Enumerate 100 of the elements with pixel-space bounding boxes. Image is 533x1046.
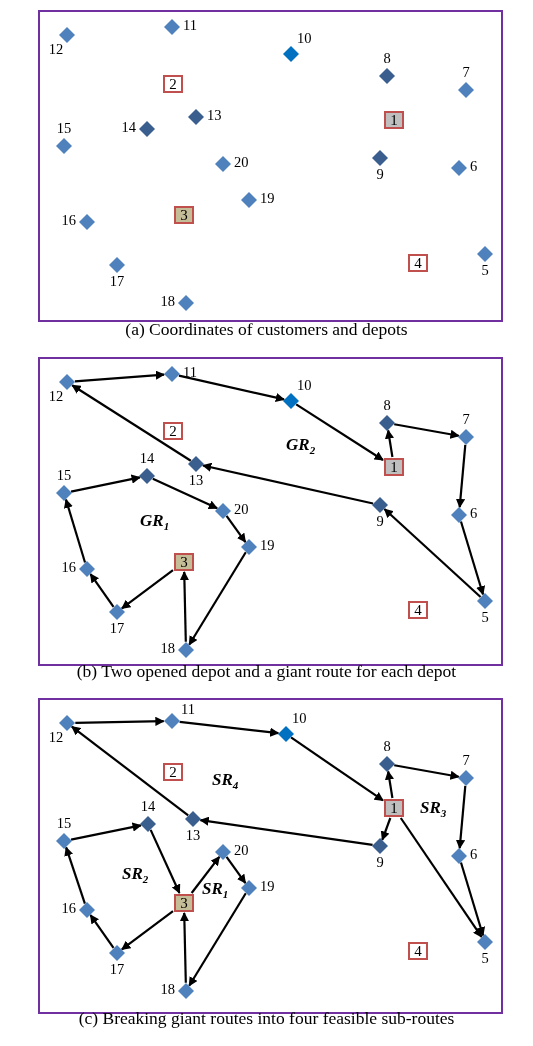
customer-diamond [178, 642, 194, 658]
customer-number: 15 [56, 468, 72, 483]
route-arrow [394, 764, 460, 780]
depot-square: 2 [163, 422, 183, 440]
depot-square: 1 [384, 111, 404, 129]
customer-diamond [241, 880, 257, 896]
customer-number: 9 [376, 514, 384, 529]
depot-square: 3 [174, 206, 194, 224]
customer-number: 19 [260, 879, 275, 894]
route-arrow [89, 914, 115, 949]
route-arrow [149, 829, 181, 894]
customer-number: 10 [292, 711, 307, 726]
customer-number: 14 [140, 799, 156, 814]
route-arrow [121, 910, 174, 951]
depot-square: 2 [163, 75, 183, 93]
route-arrow [89, 573, 115, 608]
customer-diamond [458, 429, 474, 445]
customer-diamond [56, 138, 72, 154]
route-label: SR$_{4}$ [212, 770, 239, 792]
customer-number: 20 [234, 502, 249, 517]
route-arrow [71, 384, 192, 462]
customer-diamond [188, 109, 204, 125]
customer-diamond [379, 415, 395, 431]
customer-diamond [79, 214, 95, 230]
customer-number: 7 [462, 65, 470, 80]
customer-number: 7 [462, 753, 470, 768]
route-arrow [295, 403, 384, 461]
customer-number: 13 [185, 828, 201, 843]
customer-diamond [215, 503, 231, 519]
route-arrow [179, 912, 190, 983]
customer-diamond [458, 770, 474, 786]
customer-number: 10 [297, 378, 312, 393]
depot-square: 4 [408, 254, 428, 272]
route-arrow [179, 720, 280, 737]
customer-diamond [451, 848, 467, 864]
depot-square: 2 [163, 763, 183, 781]
route-arrow [459, 521, 486, 596]
customer-number: 6 [470, 847, 478, 862]
customer-diamond [79, 902, 95, 918]
depot-square: 4 [408, 601, 428, 619]
customer-number: 17 [109, 274, 125, 289]
depot-square: 1 [384, 458, 404, 476]
customer-number: 20 [234, 843, 249, 858]
customer-number: 15 [56, 121, 72, 136]
customer-number: 11 [181, 702, 195, 717]
customer-diamond [372, 838, 388, 854]
route-arrow [70, 822, 142, 841]
customer-number: 18 [160, 982, 175, 997]
customer-number: 6 [470, 506, 478, 521]
customer-diamond [109, 604, 125, 620]
customer-diamond [164, 366, 180, 382]
customer-diamond [283, 46, 299, 62]
customer-diamond [188, 456, 204, 472]
customer-diamond [56, 485, 72, 501]
route-arrow [225, 856, 247, 884]
customer-diamond [458, 82, 474, 98]
customer-diamond [372, 497, 388, 513]
route-label: SR$_{2}$ [122, 864, 149, 886]
customer-number: 18 [160, 641, 175, 656]
depot-square: 4 [408, 942, 428, 960]
route-arrow [152, 477, 218, 510]
customer-diamond [139, 121, 155, 137]
customer-diamond [79, 561, 95, 577]
customer-diamond [379, 756, 395, 772]
customer-number: 13 [188, 473, 204, 488]
customer-number: 8 [383, 398, 391, 413]
customer-diamond [59, 715, 75, 731]
depot-square: 3 [174, 553, 194, 571]
customer-number: 19 [260, 191, 275, 206]
customer-number: 17 [109, 621, 125, 636]
customer-number: 7 [462, 412, 470, 427]
route-arrow [188, 551, 247, 646]
customer-diamond [451, 160, 467, 176]
customer-number: 11 [183, 18, 197, 33]
route-arrow [178, 374, 285, 403]
customer-diamond [140, 816, 156, 832]
customer-number: 5 [481, 610, 489, 625]
route-arrow [380, 817, 392, 841]
customer-number: 9 [376, 855, 384, 870]
depot-square: 3 [174, 894, 194, 912]
customer-diamond [215, 844, 231, 860]
customer-diamond [283, 393, 299, 409]
customer-diamond [178, 295, 194, 311]
route-arrow [64, 846, 86, 904]
panel-frame [38, 698, 503, 1014]
route-label: GR$_{1}$ [140, 511, 170, 533]
customer-diamond [59, 374, 75, 390]
customer-diamond [59, 27, 75, 43]
customer-diamond [379, 68, 395, 84]
route-arrow [179, 571, 190, 642]
customer-diamond [178, 983, 194, 999]
route-arrow [383, 508, 482, 598]
customer-number: 6 [470, 159, 478, 174]
route-arrow [121, 569, 174, 610]
route-arrow [399, 817, 483, 938]
customer-number: 12 [48, 389, 64, 404]
customer-number: 16 [61, 213, 76, 228]
route-arrow [63, 498, 87, 563]
customer-diamond [164, 713, 180, 729]
customer-diamond [215, 156, 231, 172]
